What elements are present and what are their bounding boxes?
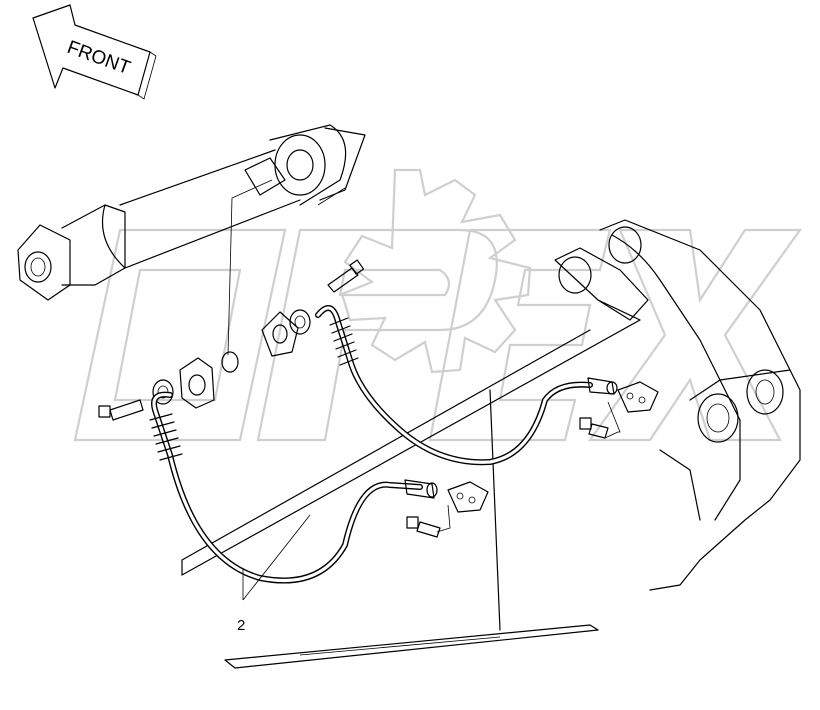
front-label: FRONT: [64, 37, 133, 79]
bolt-right-lower: [406, 516, 441, 538]
bottom-plate: [224, 624, 599, 669]
flange-lower: [152, 351, 239, 409]
leader-lines-callout-2: [242, 401, 621, 601]
hose-1-spring-guard: [329, 317, 359, 366]
flange-upper: [261, 309, 311, 357]
watermark-logo: [73, 228, 803, 442]
hydraulic-hose-1: [315, 305, 618, 466]
hydraulic-cylinder: [17, 124, 366, 301]
bolt-top: [327, 259, 365, 293]
callout-label-2: 2: [237, 617, 245, 634]
watermark-gear: [340, 168, 532, 374]
flange-right-lower: [447, 481, 489, 513]
bolt-left: [98, 399, 144, 421]
hose-2-spring-guard: [149, 413, 183, 461]
boom-arm: [181, 299, 641, 631]
bucket-bracket: [554, 219, 801, 591]
front-direction-arrow: FRONT: [32, 4, 157, 100]
leader-lines-cylinder: [227, 179, 346, 356]
flange-right-upper: [617, 381, 659, 413]
